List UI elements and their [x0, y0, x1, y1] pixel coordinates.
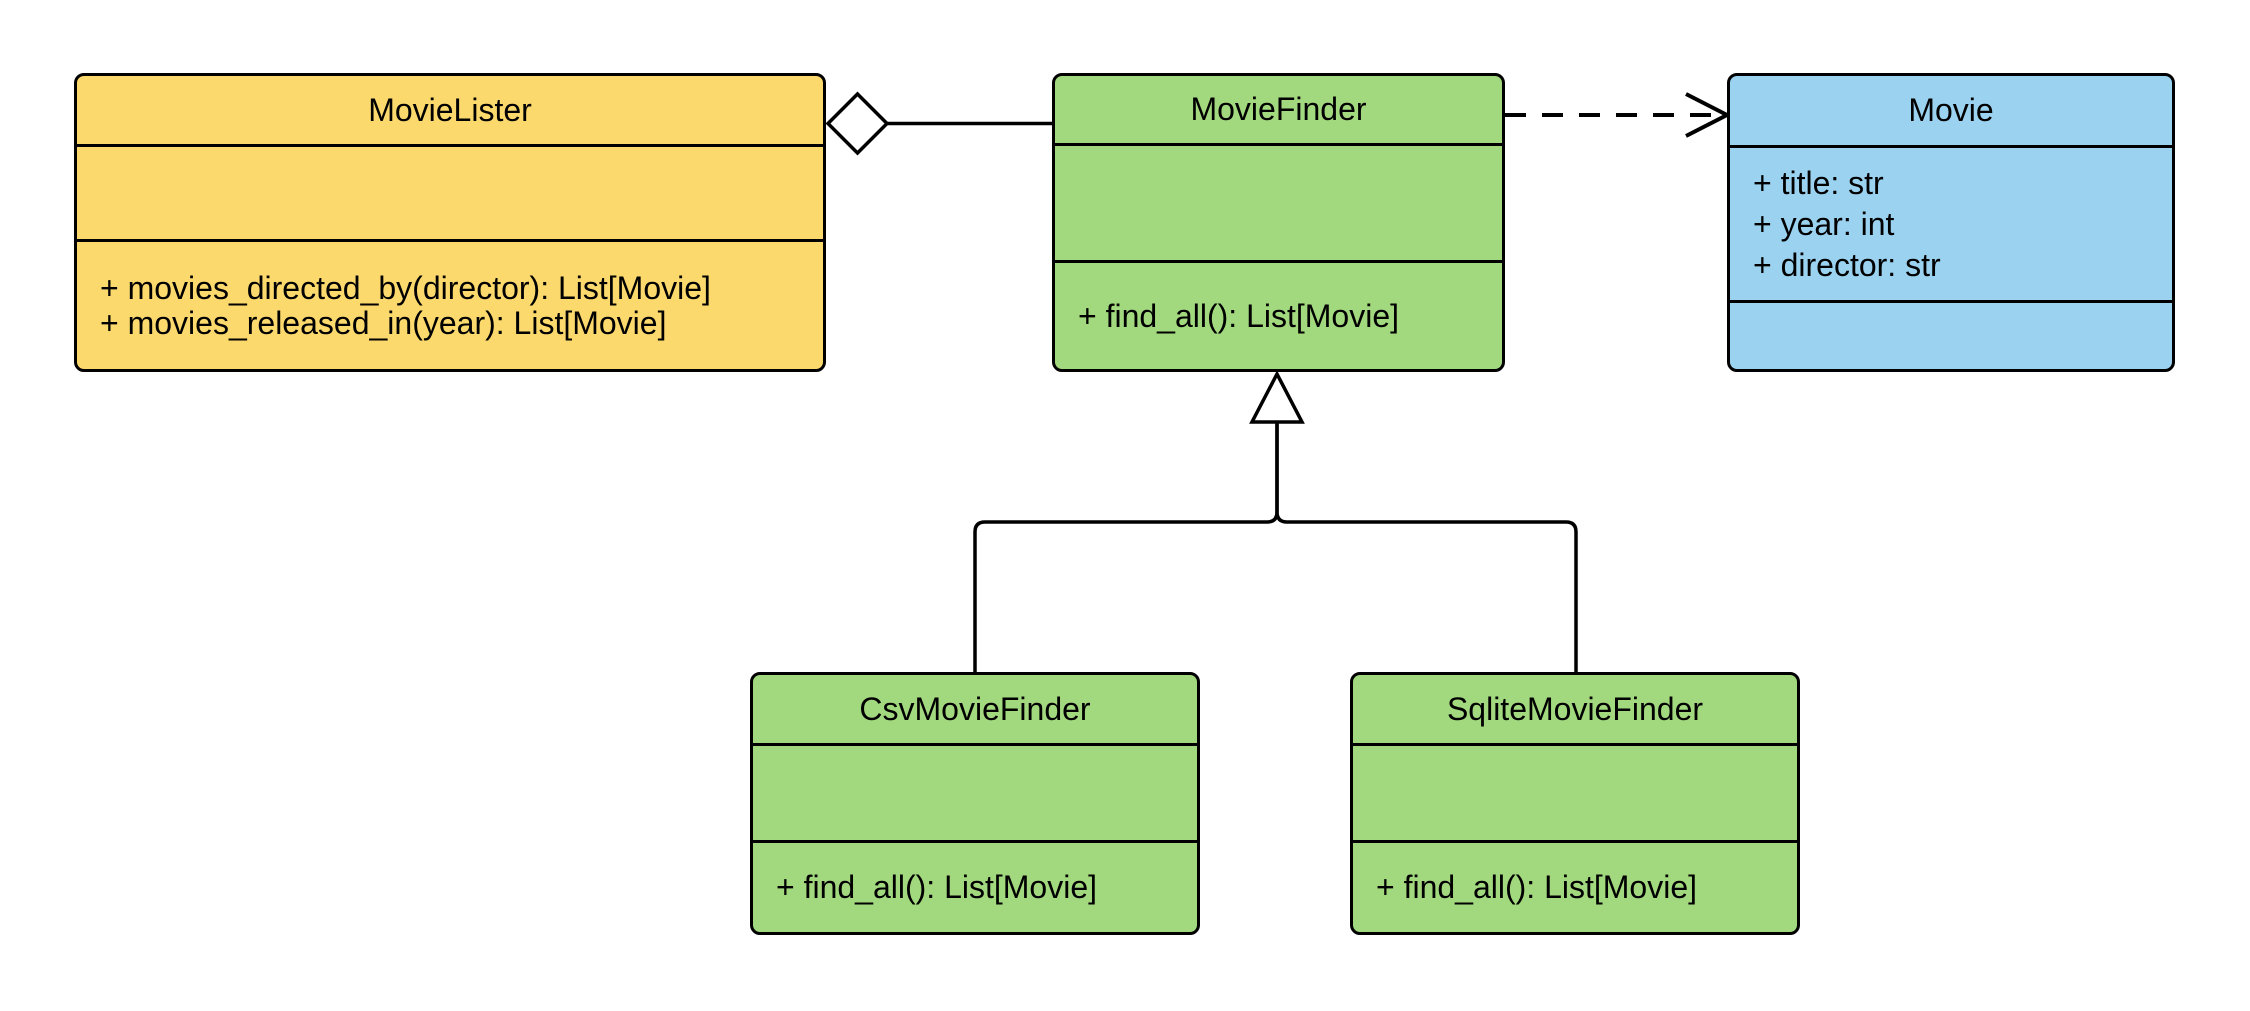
class-title: CsvMovieFinder — [859, 690, 1091, 727]
attribute-label: + title: str — [1753, 164, 1884, 201]
class-methods: + find_all(): List[Movie] — [1353, 840, 1797, 932]
inheritance-branch-left — [973, 422, 1279, 673]
class-node-sqlitemoviefinder: SqliteMovieFinder + find_all(): List[Mov… — [1350, 672, 1800, 935]
class-methods: + find_all(): List[Movie] — [1055, 260, 1502, 369]
attribute-label: + year: int — [1753, 205, 1895, 242]
dependency-arrow — [1505, 92, 1732, 138]
class-title: Movie — [1908, 92, 1994, 128]
method-label: + movies_released_in(year): List[Movie] — [100, 304, 667, 341]
method-label: + movies_directed_by(director): List[Mov… — [100, 269, 711, 306]
class-node-moviefinder: MovieFinder + find_all(): List[Movie] — [1052, 73, 1505, 372]
method-label: + find_all(): List[Movie] — [776, 869, 1098, 905]
attribute-label: + director: str — [1753, 246, 1941, 283]
inheritance-branch-right — [1275, 422, 1578, 673]
method-label: + find_all(): List[Movie] — [1078, 297, 1400, 334]
class-title: MovieLister — [368, 91, 532, 128]
class-attributes-empty — [753, 743, 1197, 840]
class-attributes-empty — [77, 144, 823, 239]
class-title: SqliteMovieFinder — [1446, 690, 1704, 727]
aggregation-connector — [825, 91, 1052, 156]
class-attributes-empty — [1353, 743, 1797, 840]
inheritance-triangle-icon — [1249, 370, 1305, 424]
aggregation-diamond-icon — [825, 91, 890, 156]
class-node-movie: Movie + title: str + year: int + directo… — [1727, 73, 2175, 372]
class-attributes: + title: str + year: int + director: str — [1730, 145, 2172, 300]
class-methods-empty — [1730, 300, 2172, 369]
class-node-movielister: MovieLister + movies_directed_by(directo… — [74, 73, 826, 372]
class-node-csvmoviefinder: CsvMovieFinder + find_all(): List[Movie] — [750, 672, 1200, 935]
class-methods: + find_all(): List[Movie] — [753, 840, 1197, 932]
class-methods: + movies_directed_by(director): List[Mov… — [77, 239, 823, 369]
method-label: + find_all(): List[Movie] — [1376, 869, 1698, 905]
class-title: MovieFinder — [1190, 91, 1367, 127]
inheritance-connector — [973, 370, 1578, 673]
class-attributes-empty — [1055, 143, 1502, 260]
